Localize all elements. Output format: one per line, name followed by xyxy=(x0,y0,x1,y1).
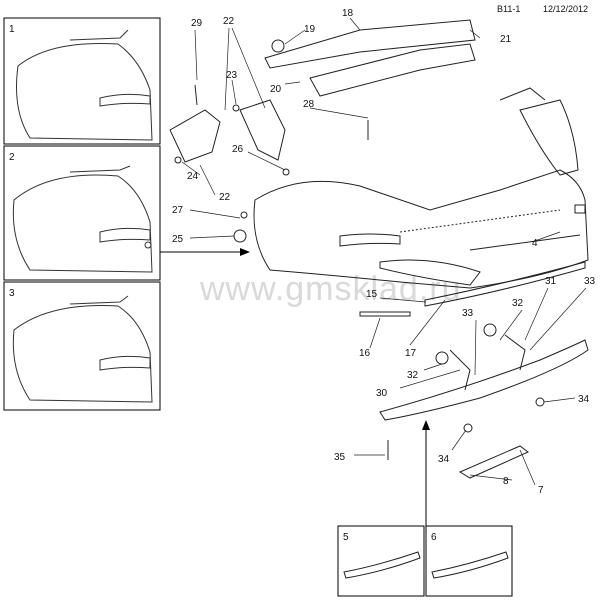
callout-7: 7 xyxy=(538,485,544,496)
rear-bumper-fascia xyxy=(253,87,589,289)
callout-18: 18 xyxy=(342,8,354,19)
callout-20: 20 xyxy=(270,84,282,95)
callout-32: 32 xyxy=(407,370,419,381)
energy-absorber xyxy=(264,19,476,97)
inset-label: 6 xyxy=(431,532,437,543)
callout-4: 4 xyxy=(532,238,538,249)
callout-26: 26 xyxy=(232,144,244,155)
callout-29: 29 xyxy=(191,18,203,29)
callout-30: 30 xyxy=(376,388,388,399)
callout-8: 8 xyxy=(503,476,509,487)
inset-panel-2: 2 xyxy=(3,145,161,281)
inset-panel-5: 5 xyxy=(337,525,425,597)
callout-35: 35 xyxy=(334,452,346,463)
callout-34: 34 xyxy=(438,454,450,465)
callout-19: 19 xyxy=(304,24,316,35)
inset-panel-1: 1 xyxy=(3,17,161,145)
bumper-bracket-left xyxy=(169,84,369,243)
lower-valance xyxy=(379,323,589,479)
inset-label: 2 xyxy=(9,152,15,163)
trim-strips xyxy=(359,234,586,317)
callout-31: 31 xyxy=(545,276,557,287)
callout-23: 23 xyxy=(226,70,238,81)
callout-22: 22 xyxy=(223,16,235,27)
inset-panel-6: 6 xyxy=(425,525,513,597)
inset-label: 1 xyxy=(9,24,15,35)
inset-label: 5 xyxy=(343,532,349,543)
callout-22: 22 xyxy=(219,192,231,203)
callout-25: 25 xyxy=(172,234,184,245)
inset-label: 3 xyxy=(9,288,15,299)
callout-28: 28 xyxy=(303,99,315,110)
callout-33: 33 xyxy=(584,276,596,287)
callout-24: 24 xyxy=(187,171,199,182)
leader-lines xyxy=(181,17,587,486)
diagram-code: B11-1 xyxy=(497,4,520,14)
callout-15: 15 xyxy=(366,289,378,300)
callout-21: 21 xyxy=(500,34,512,45)
callout-34: 34 xyxy=(578,394,590,405)
callout-32: 32 xyxy=(512,298,524,309)
diagram-date: 12/12/2012 xyxy=(543,4,588,14)
callout-27: 27 xyxy=(172,205,184,216)
inset-panel-3: 3 xyxy=(3,281,161,411)
callout-33: 33 xyxy=(462,308,474,319)
callout-16: 16 xyxy=(359,348,371,359)
callout-17: 17 xyxy=(405,348,417,359)
